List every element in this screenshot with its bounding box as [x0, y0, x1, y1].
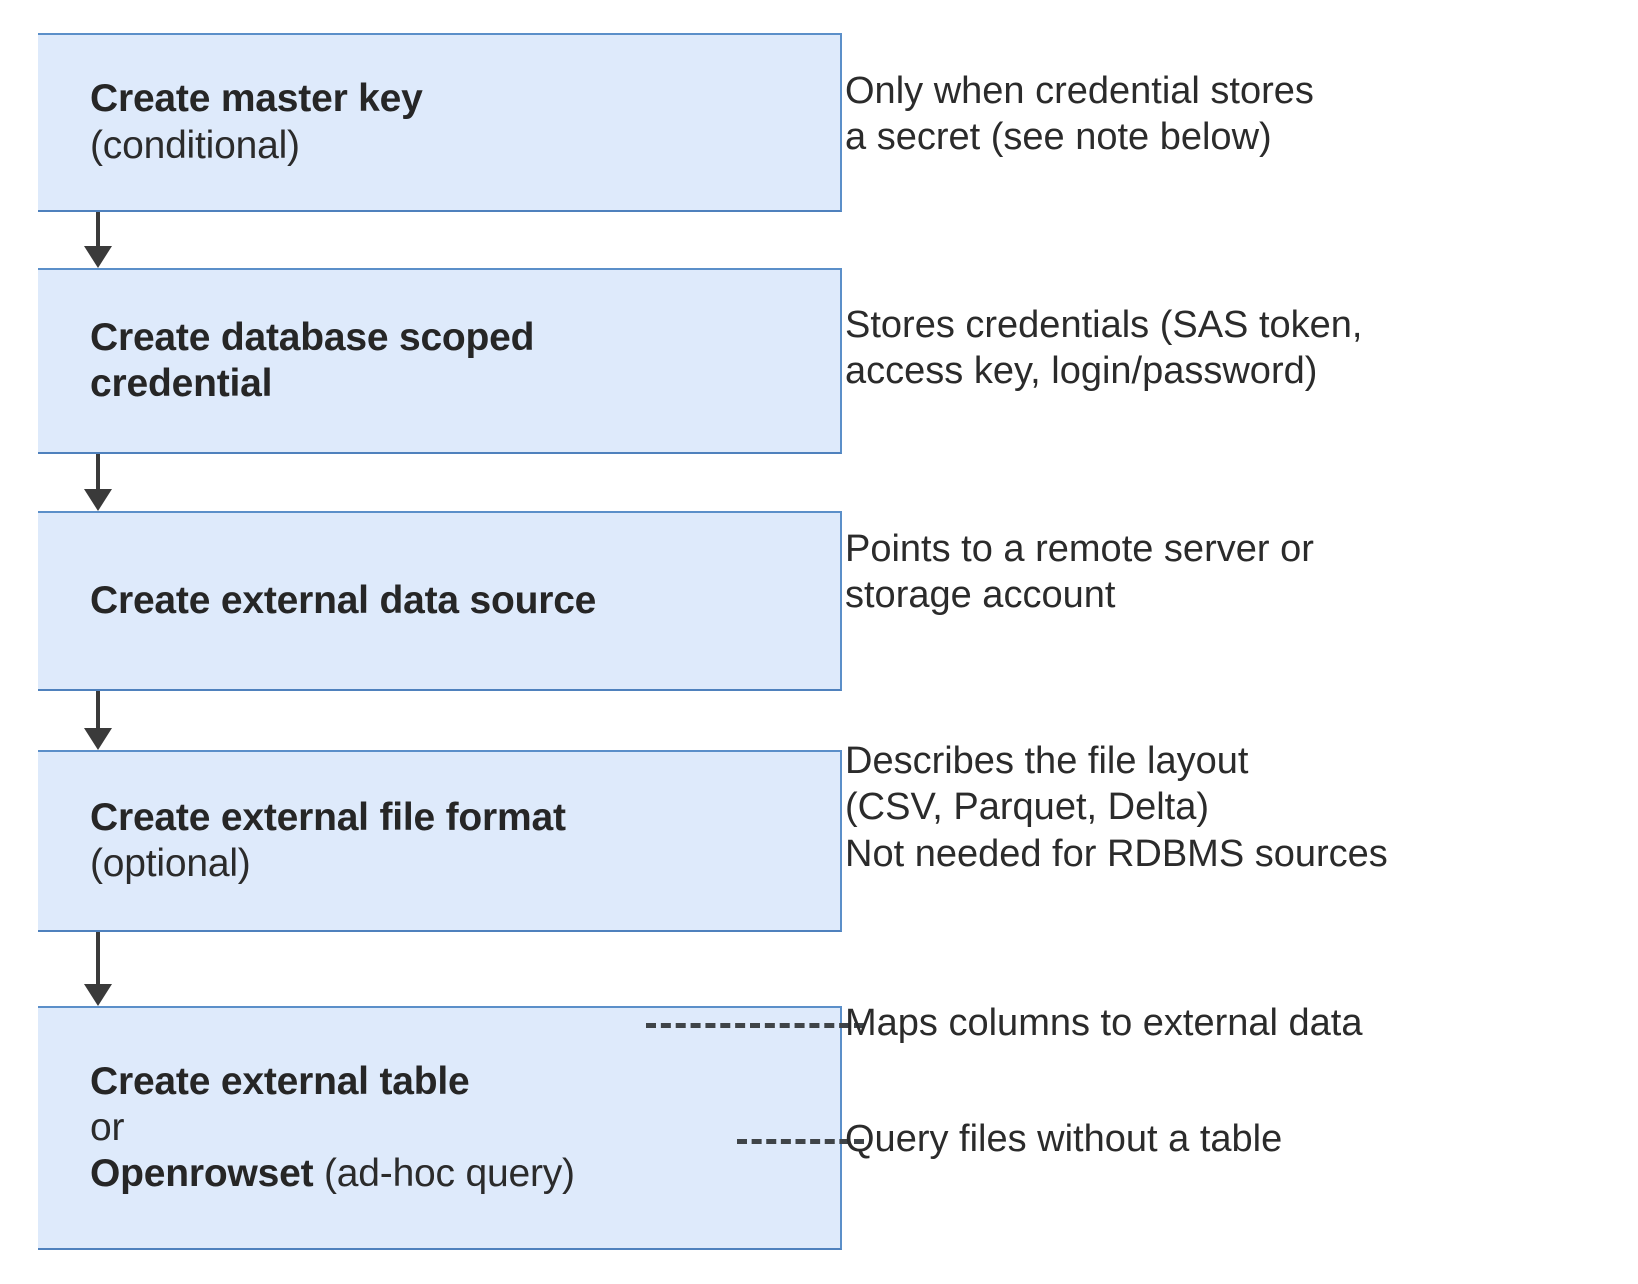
step-title-line-2: credential	[90, 362, 273, 405]
step-qualifier-create-external-file-format: (optional)	[90, 842, 251, 885]
arrow-stem	[96, 212, 100, 246]
note-line: Stores credentials (SAS token,	[845, 304, 1363, 346]
step-title-openrowset-row: Openrowset (ad-hoc query)	[90, 1151, 830, 1197]
note-line: Not needed for RDBMS sources	[845, 832, 1388, 875]
step-title-create-external-table: Create external table	[90, 1059, 470, 1103]
step-box-create-external-data-source[interactable]: Create external data source	[38, 511, 842, 691]
note-line: a secret (see note below)	[845, 116, 1272, 159]
arrow-stem	[96, 691, 100, 728]
note-create-master-key: Only when credential stores a secret (se…	[845, 68, 1625, 161]
arrow-down-icon	[84, 454, 112, 511]
note-create-database-scoped-credential: Stores credentials (SAS token, access ke…	[845, 302, 1625, 395]
arrow-head	[84, 489, 112, 511]
step-title-line-1: Create database scoped	[90, 315, 535, 359]
step-box-create-external-table-or-openrowset[interactable]: Create external table or Openrowset (ad-…	[38, 1006, 842, 1250]
arrow-down-icon	[84, 212, 112, 268]
arrow-head	[84, 728, 112, 750]
step-title-create-external-file-format: Create external file format	[90, 795, 566, 839]
step-box-create-database-scoped-credential[interactable]: Create database scoped credential	[38, 268, 842, 454]
note-line: storage account	[845, 574, 1116, 617]
step-title-create-external-data-source: Create external data source	[90, 578, 597, 622]
note-line: access key, login/password)	[845, 350, 1318, 393]
note-create-external-table: Maps columns to external data	[845, 1002, 1363, 1044]
step-title-openrowset: Openrowset	[90, 1152, 314, 1195]
step-box-create-master-key[interactable]: Create master key (conditional)	[38, 33, 842, 212]
note-create-external-data-source: Points to a remote server or storage acc…	[845, 526, 1625, 619]
step-qualifier-openrowset: (ad-hoc query)	[313, 1152, 575, 1195]
arrow-down-icon	[84, 691, 112, 750]
step-box-create-external-file-format[interactable]: Create external file format (optional)	[38, 750, 842, 932]
note-line: Describes the file layout	[845, 740, 1249, 782]
arrow-stem	[96, 454, 100, 489]
note-line: Only when credential stores	[845, 70, 1314, 112]
note-line: (CSV, Parquet, Delta)	[845, 786, 1209, 829]
arrow-head	[84, 246, 112, 268]
note-create-external-file-format: Describes the file layout (CSV, Parquet,…	[845, 738, 1625, 877]
dashed-connector-openrowset	[737, 1139, 864, 1144]
arrow-head	[84, 984, 112, 1006]
arrow-down-icon	[84, 932, 112, 1006]
dashed-connector-external-table	[646, 1023, 864, 1028]
note-line: Points to a remote server or	[845, 528, 1314, 570]
note-openrowset: Query files without a table	[845, 1118, 1283, 1160]
step-title-create-master-key: Create master key	[90, 77, 423, 121]
step-separator-or: or	[90, 1105, 125, 1149]
step-qualifier-create-master-key: (conditional)	[90, 123, 300, 167]
arrow-stem	[96, 932, 100, 984]
